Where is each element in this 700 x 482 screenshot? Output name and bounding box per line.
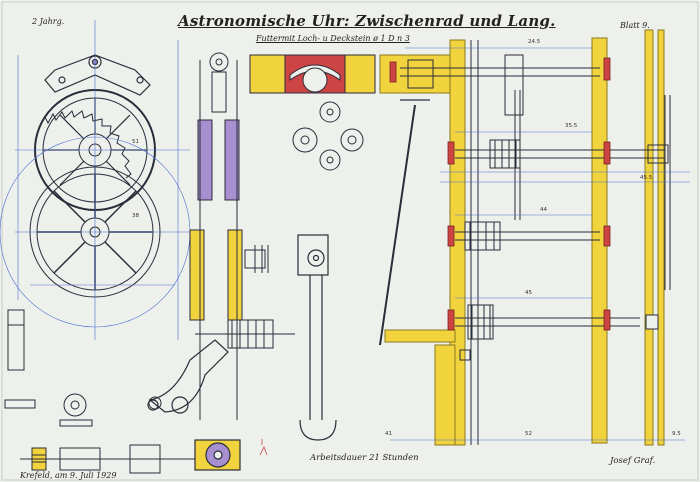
- hook-lever: [297, 99, 430, 441]
- work-duration: Arbeitsdauer 21 Stunden: [310, 453, 419, 463]
- dimension-label: 45: [525, 290, 532, 296]
- dimension-label: 41: [385, 431, 392, 437]
- jewel-circles: [292, 101, 364, 171]
- bottom-left-parts: [20, 393, 200, 474]
- pawl-arm: [44, 54, 151, 96]
- yellow-frame-plates: [379, 29, 665, 446]
- small-red-marks: [259, 439, 268, 456]
- drawing-title: Astronomische Uhr: Zwischenrad und Lang.: [178, 12, 556, 30]
- vertical-shaft-assembly: [189, 52, 295, 420]
- top-left-note: 2 Jahrg.: [32, 17, 65, 26]
- dimension-label: 44: [540, 207, 547, 213]
- dimension-label: 51: [132, 139, 139, 145]
- red-bushings: [389, 57, 611, 331]
- dimension-label: 45.5: [640, 175, 653, 181]
- dimension-label: 52: [525, 431, 532, 437]
- dimension-label: 38: [132, 213, 139, 219]
- construction-lines: [0, 20, 191, 340]
- dimension-label: 35.5: [565, 123, 578, 129]
- dimension-label: 9.5: [672, 431, 681, 437]
- date-note: Krefeld, am 9. Juli 1929: [20, 471, 117, 480]
- dimension-label: 24.5: [528, 39, 541, 45]
- sheet-number: Blatt 9.: [620, 21, 650, 30]
- right-rod: [645, 95, 671, 330]
- curved-lever: [147, 339, 241, 471]
- dimension-lines: [390, 47, 690, 441]
- author-signature: Josef Graf.: [610, 456, 656, 466]
- small-bracket-left: [4, 309, 36, 409]
- drawing-subtitle: Futtermit Loch- u Deckstein ø 1 D n 3: [256, 34, 410, 43]
